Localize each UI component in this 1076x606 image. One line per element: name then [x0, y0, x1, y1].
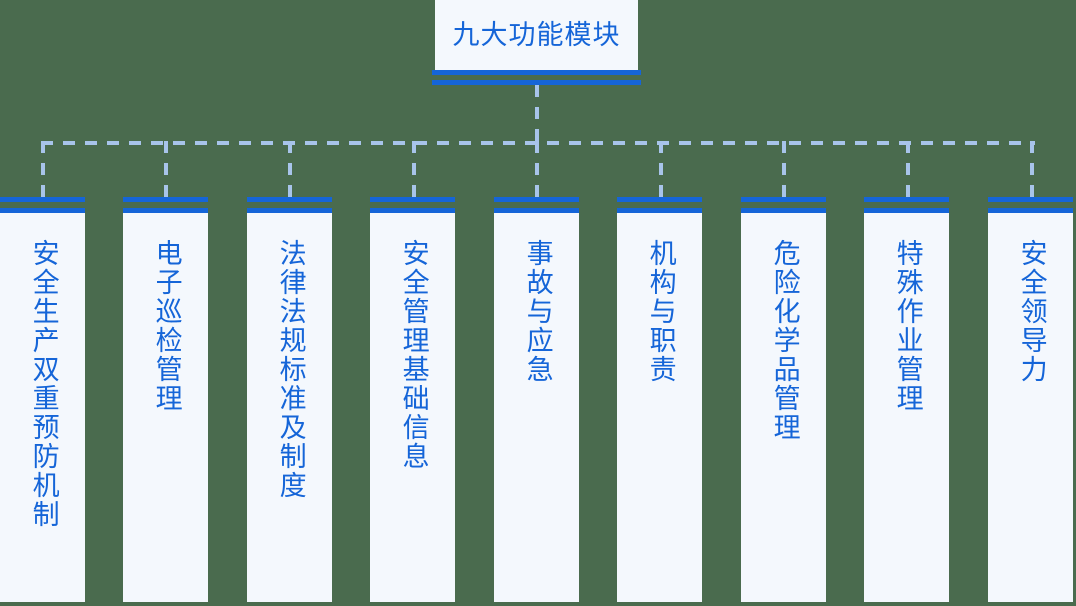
connector-drop-3 — [288, 141, 292, 198]
child-node-1-bar-top — [0, 197, 85, 202]
child-node-3[interactable]: 法律法规标准及制度 — [247, 197, 332, 602]
child-node-2-box[interactable]: 电子巡检管理 — [123, 213, 208, 602]
child-node-1-box[interactable]: 安全生产双重预防机制 — [0, 213, 85, 602]
child-node-9-header-bars — [988, 197, 1073, 213]
connector-drop-6 — [659, 141, 663, 198]
child-node-4-box[interactable]: 安全管理基础信息 — [370, 213, 455, 602]
child-node-6-header-bars — [617, 197, 702, 213]
child-node-9-bar-bottom — [988, 208, 1073, 213]
child-node-4-label: 安全管理基础信息 — [397, 239, 429, 471]
child-node-6-label: 机构与职责 — [644, 239, 676, 384]
connector-drop-4 — [412, 141, 416, 198]
child-node-4-bar-top — [370, 197, 455, 202]
child-node-3-box[interactable]: 法律法规标准及制度 — [247, 213, 332, 602]
child-node-2[interactable]: 电子巡检管理 — [123, 197, 208, 602]
child-node-8-label: 特殊作业管理 — [891, 239, 923, 413]
child-node-5-label: 事故与应急 — [521, 239, 553, 384]
connector-drop-7 — [782, 141, 786, 198]
child-node-8-bar-top — [864, 197, 949, 202]
child-node-1[interactable]: 安全生产双重预防机制 — [0, 197, 85, 602]
child-node-6[interactable]: 机构与职责 — [617, 197, 702, 602]
child-node-5[interactable]: 事故与应急 — [494, 197, 579, 602]
child-node-7-header-bars — [741, 197, 826, 213]
root-underline-bar-bottom — [432, 80, 641, 85]
root-underline-bar-top — [432, 70, 641, 75]
child-node-1-label: 安全生产双重预防机制 — [27, 239, 59, 529]
root-node-box[interactable]: 九大功能模块 — [435, 0, 638, 70]
connector-drop-9 — [1030, 141, 1034, 198]
child-node-3-bar-bottom — [247, 208, 332, 213]
root-node-label: 九大功能模块 — [452, 19, 621, 51]
child-node-9-bar-top — [988, 197, 1073, 202]
connector-drop-5 — [535, 141, 539, 198]
child-node-9-box[interactable]: 安全领导力 — [988, 213, 1073, 602]
child-node-5-bar-bottom — [494, 208, 579, 213]
child-node-1-bar-bottom — [0, 208, 85, 213]
child-node-4-header-bars — [370, 197, 455, 213]
child-node-8[interactable]: 特殊作业管理 — [864, 197, 949, 602]
child-node-5-box[interactable]: 事故与应急 — [494, 213, 579, 602]
child-node-9-label: 安全领导力 — [1015, 239, 1047, 384]
child-node-3-bar-top — [247, 197, 332, 202]
child-node-2-bar-top — [123, 197, 208, 202]
child-node-2-header-bars — [123, 197, 208, 213]
child-node-7-bar-bottom — [741, 208, 826, 213]
child-node-2-label: 电子巡检管理 — [150, 239, 182, 413]
connector-drop-8 — [906, 141, 910, 198]
child-node-5-bar-top — [494, 197, 579, 202]
connector-drop-1 — [41, 141, 45, 198]
child-node-6-box[interactable]: 机构与职责 — [617, 213, 702, 602]
connector-root-stem — [535, 85, 539, 144]
child-node-2-bar-bottom — [123, 208, 208, 213]
child-node-4[interactable]: 安全管理基础信息 — [370, 197, 455, 602]
child-node-8-box[interactable]: 特殊作业管理 — [864, 213, 949, 602]
child-node-7-box[interactable]: 危险化学品管理 — [741, 213, 826, 602]
child-node-5-header-bars — [494, 197, 579, 213]
child-node-4-bar-bottom — [370, 208, 455, 213]
child-node-7-bar-top — [741, 197, 826, 202]
child-node-9[interactable]: 安全领导力 — [988, 197, 1073, 602]
child-node-3-header-bars — [247, 197, 332, 213]
root-node-underline — [432, 70, 641, 85]
child-node-6-bar-bottom — [617, 208, 702, 213]
child-node-7[interactable]: 危险化学品管理 — [741, 197, 826, 602]
child-node-7-label: 危险化学品管理 — [768, 239, 800, 442]
child-node-1-header-bars — [0, 197, 85, 213]
child-node-6-bar-top — [617, 197, 702, 202]
connector-drop-2 — [164, 141, 168, 198]
child-node-8-bar-bottom — [864, 208, 949, 213]
child-node-8-header-bars — [864, 197, 949, 213]
root-node[interactable]: 九大功能模块 — [432, 0, 641, 85]
child-node-3-label: 法律法规标准及制度 — [274, 239, 306, 500]
